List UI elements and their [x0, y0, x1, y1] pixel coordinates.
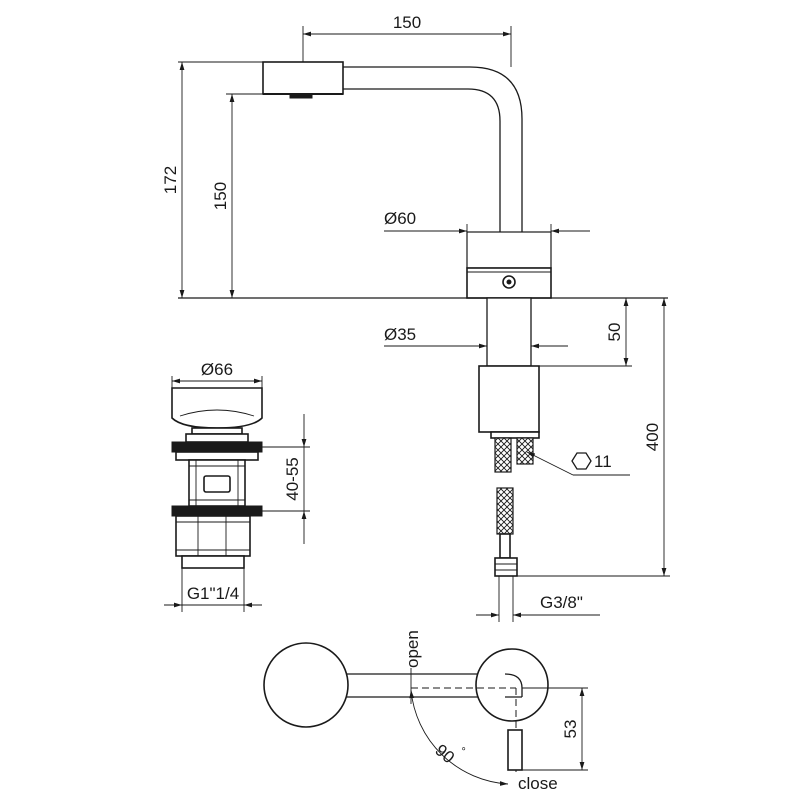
dimension-drain-thread: G1"1/4	[164, 568, 262, 612]
base-diameter-label: Ø60	[384, 209, 416, 228]
drain-cap-label: Ø66	[201, 360, 233, 379]
dimension-drain-clamp: 40-55	[262, 414, 310, 544]
dimension-base-diameter: Ø60	[384, 209, 590, 238]
flexible-hose-lower	[496, 487, 514, 535]
close-label: close	[518, 774, 558, 793]
close-position-lever	[507, 729, 523, 771]
hex-nut-icon	[571, 452, 592, 470]
lever-base-disc	[475, 648, 549, 722]
hose-thread-label: G3/8"	[540, 593, 583, 612]
shank-diameter-label: Ø35	[384, 325, 416, 344]
drain-nut	[175, 515, 251, 557]
faucet-side-view	[178, 61, 668, 577]
hose-connector	[494, 557, 518, 577]
body-collar	[466, 231, 552, 269]
drain-clamp-label: 40-55	[283, 457, 302, 500]
spout-head	[262, 61, 344, 95]
handle-offset-label: 53	[561, 720, 580, 739]
drain-thread-label: G1"1/4	[187, 584, 239, 603]
dimension-hose-thread: G3/8"	[476, 576, 600, 622]
dimension-hex-callout: 11	[526, 451, 630, 476]
drain-cap	[171, 387, 263, 429]
open-label: open	[403, 630, 422, 668]
degree-mark: °	[456, 745, 467, 757]
drain-assembly	[171, 387, 263, 569]
dimension-shank-diameter: Ø35	[384, 325, 568, 349]
handle-knob	[263, 642, 349, 728]
shank-length-label: 50	[605, 323, 624, 342]
rotation-arc	[409, 689, 509, 786]
fixing-nut	[478, 365, 540, 433]
drain-washer	[171, 505, 263, 517]
aerator-outlet	[289, 93, 313, 99]
dimension-shank-length: 50	[531, 298, 632, 367]
hex-size-label: 11	[594, 452, 612, 471]
threaded-shank	[486, 297, 532, 367]
flexible-hose-left	[494, 437, 512, 473]
drain-flange	[171, 441, 263, 453]
hose-length-label: 400	[643, 423, 662, 451]
flexible-hose-right	[516, 437, 534, 465]
total-height-label: 172	[161, 166, 180, 194]
dimension-drain-cap: Ø66	[171, 360, 263, 388]
spout-tube-outer	[343, 66, 523, 232]
outlet-height-label: 150	[211, 182, 230, 210]
dimension-spout-reach: 150	[302, 13, 512, 67]
spout-tube-inner	[343, 88, 501, 232]
dimension-hose-length: 400	[517, 298, 670, 577]
overflow-slot	[203, 475, 231, 493]
dimension-handle-offset: 53	[522, 687, 588, 771]
dimension-total-height: 172	[161, 61, 263, 298]
rotation-angle-label: 90	[431, 741, 458, 768]
spout-reach-label: 150	[393, 13, 421, 32]
dimension-outlet-height: 150	[211, 93, 290, 298]
